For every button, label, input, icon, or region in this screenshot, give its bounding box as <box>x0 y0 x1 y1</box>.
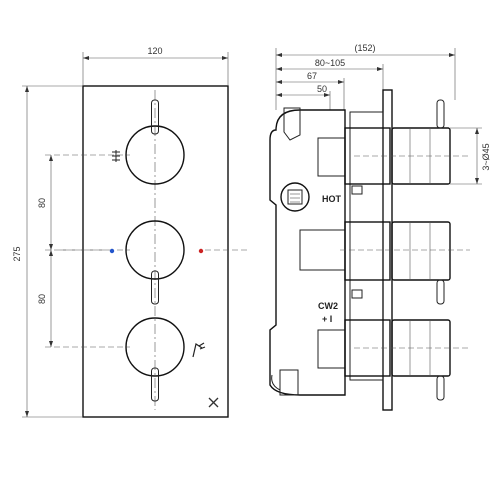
hot-port-fitting <box>280 182 310 212</box>
cold-marker-icon <box>109 248 115 254</box>
top-cartridge <box>317 99 470 185</box>
shower-head-icon <box>112 150 120 162</box>
middle-control-lever <box>151 270 159 305</box>
top-control-lever <box>151 99 159 135</box>
hand-shower-icon <box>192 342 206 358</box>
hot-marker-icon <box>198 248 204 254</box>
width-dim-label: 120 <box>147 46 162 56</box>
side-view: (152) 80~105 67 50 HOT CW2 + I <box>269 43 491 411</box>
middle-control-knob <box>125 220 185 280</box>
bottom-cartridge <box>317 319 470 401</box>
handle-diameter-label: 3~Ø45 <box>481 143 491 170</box>
front-view: 120 275 80 80 <box>12 46 250 418</box>
spacing-top-label: 80 <box>37 198 47 208</box>
top-control-knob <box>125 125 185 185</box>
bottom-control-lever <box>151 367 159 402</box>
front-plate <box>82 85 229 418</box>
bottom-control-knob <box>125 317 185 377</box>
depth-50-label: 50 <box>317 84 327 94</box>
height-dim-label: 275 <box>12 246 22 261</box>
total-depth-label: (152) <box>354 43 375 53</box>
depth-67-label: 67 <box>307 71 317 81</box>
bottom-inlet <box>279 369 299 396</box>
hot-label: HOT <box>322 194 342 204</box>
brand-cross-icon <box>208 397 219 408</box>
top-inlet <box>283 107 301 141</box>
middle-cartridge <box>299 185 470 305</box>
cw2-label: CW2 <box>318 301 338 311</box>
spacing-bottom-label: 80 <box>37 294 47 304</box>
plus-minus-label: + I <box>322 314 332 324</box>
range-label: 80~105 <box>315 58 345 68</box>
mounting-frame <box>349 111 384 381</box>
valve-body <box>269 109 346 396</box>
